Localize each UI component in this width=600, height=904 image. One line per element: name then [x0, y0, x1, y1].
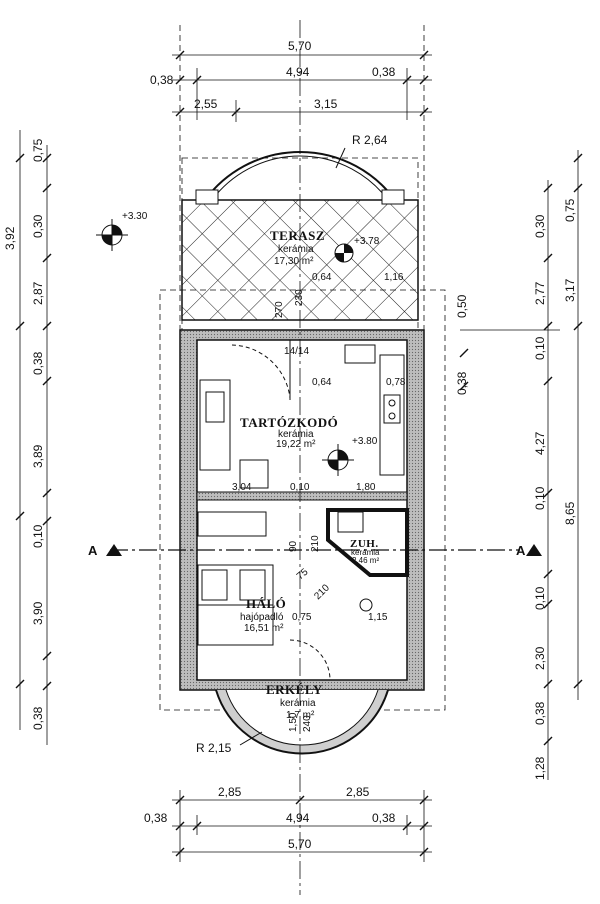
dim-064-living: 0,64: [312, 377, 332, 388]
wc-area-value: 2,46 m²: [352, 556, 379, 565]
wc-name: ZUH.: [350, 538, 379, 550]
dim-116: 1,16: [384, 272, 404, 283]
terrace-area-value: 17,30 m²: [274, 256, 314, 267]
top-dim-left-wall: 0,38: [150, 73, 174, 87]
dim-064-terrace: 0,64: [312, 272, 332, 283]
left-dim-8: 0,38: [31, 706, 45, 730]
bottom-dim-left-wall: 0,38: [144, 811, 168, 825]
building-walls: [159, 289, 446, 711]
dim-180: 1,80: [356, 482, 376, 493]
right-dim-2: 2,77: [533, 281, 547, 305]
dim-230: 230: [294, 289, 305, 306]
dim-010-partition: 0,10: [290, 482, 310, 493]
right-dim-3: 0,10: [533, 336, 547, 360]
balcony-area-value: 1,7 m²: [286, 710, 315, 721]
terrace-material: kerámia: [278, 244, 314, 255]
left-dimensions: [15, 130, 52, 745]
right-dim-7: 2,30: [533, 646, 547, 670]
right-outer-dim-2: 3,17: [563, 278, 577, 302]
living-furniture: [199, 340, 405, 489]
left-dim-5: 3,89: [31, 444, 45, 468]
balcony-name: ERKÉLY: [266, 682, 323, 697]
living-name: TARTÓZKODÓ: [240, 415, 338, 430]
dim-078: 0,78: [386, 377, 406, 388]
level-outside: +3.30: [122, 211, 148, 222]
bedroom-area-value: 16,51 m²: [244, 623, 284, 634]
right-misc-a: 0,50: [455, 294, 469, 318]
right-dim-9: 1,28: [533, 756, 547, 780]
left-dim-3: 2,87: [31, 281, 45, 305]
bedroom-name: HÁLÓ: [246, 596, 286, 611]
right-misc-b: 0,38: [455, 371, 469, 395]
dim-270: 270: [274, 301, 285, 318]
left-dim-partial: 3,92: [3, 226, 17, 250]
bottom-dim-overall: 5,70: [288, 837, 312, 851]
top-dimensions: [172, 25, 432, 330]
dim-210-diag: 210: [312, 582, 332, 602]
dim-1414: 14/14: [284, 346, 309, 357]
radius-top-label: R 2,64: [352, 133, 388, 147]
top-dim-right-wall: 0,38: [372, 65, 396, 79]
right-dimensions: [459, 150, 583, 780]
right-dim-1: 0,30: [533, 214, 547, 238]
level-living: +3.80: [352, 436, 378, 447]
dim-210-upper: 210: [310, 535, 321, 552]
right-dim-8: 0,38: [533, 701, 547, 725]
terrace-name: TERASZ: [270, 228, 325, 243]
left-dim-1: 0,75: [31, 138, 45, 162]
section-label-right: A: [516, 543, 526, 558]
balcony-area: [215, 689, 389, 755]
top-dim-split-left: 2,55: [194, 97, 218, 111]
level-marker-terrace: [334, 243, 354, 263]
left-dim-6: 0,10: [31, 524, 45, 548]
bottom-dim-split-right: 2,85: [346, 785, 370, 799]
top-dim-split-right: 3,15: [314, 97, 338, 111]
living-material: kerámia: [278, 429, 314, 440]
left-dim-4: 0,38: [31, 351, 45, 375]
bedroom-material: hajópadló: [240, 612, 284, 623]
level-marker-outside: [96, 219, 128, 251]
dim-150: 1,50: [288, 712, 299, 732]
bottom-dim-right-wall: 0,38: [372, 811, 396, 825]
balcony-material: kerámia: [280, 698, 316, 709]
bottom-dim-inner: 4,94: [286, 811, 310, 825]
living-area-value: 19,22 m²: [276, 439, 316, 450]
radius-bottom-label: R 2,15: [196, 741, 232, 755]
level-terrace: +3.78: [354, 236, 380, 247]
section-line: [106, 544, 542, 556]
section-label-left: A: [88, 543, 98, 558]
left-dim-7: 3,90: [31, 601, 45, 625]
dim-90: 90: [288, 540, 299, 552]
dim-075-bedroom: 0,75: [292, 612, 312, 623]
bedroom-furniture: [197, 511, 373, 681]
right-outer-dim-1: 0,75: [563, 198, 577, 222]
right-outer-dim-3: 8,65: [563, 501, 577, 525]
right-dim-6: 0,10: [533, 586, 547, 610]
dim-304: 3,04: [232, 482, 252, 493]
wc-material: kerámia: [351, 548, 380, 557]
right-dim-5: 0,10: [533, 486, 547, 510]
top-dim-overall: 5,70: [288, 39, 312, 53]
bottom-dimensions: [172, 790, 432, 862]
dim-75: 75: [295, 566, 311, 582]
dim-115: 1,15: [368, 612, 388, 623]
bottom-dim-split-left: 2,85: [218, 785, 242, 799]
right-dim-4: 4,27: [533, 431, 547, 455]
top-dim-inner: 4,94: [286, 65, 310, 79]
left-dim-2: 0,30: [31, 214, 45, 238]
level-marker-living: [322, 444, 354, 476]
dim-240: 240: [302, 715, 313, 732]
